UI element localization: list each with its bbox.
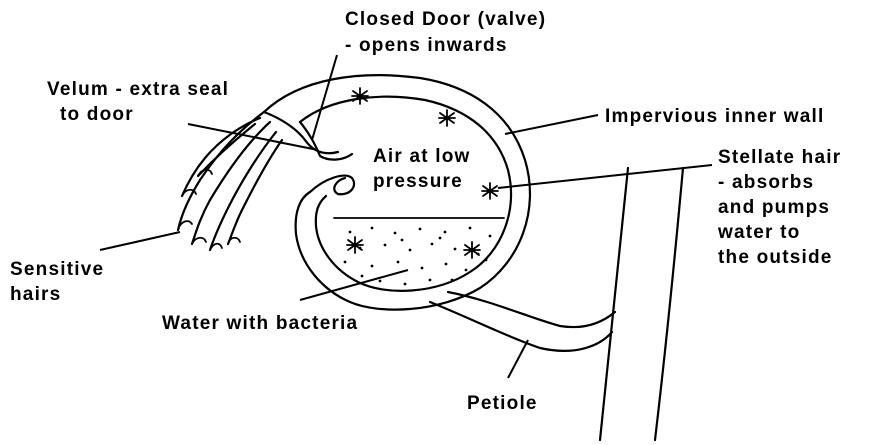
bladder-inner-wall bbox=[300, 97, 511, 291]
label-air-1: Air at low bbox=[373, 146, 471, 167]
label-velum-2: to door bbox=[60, 104, 134, 125]
label-closed-door-1: Closed Door (valve) bbox=[345, 9, 546, 30]
water-bacteria-dots bbox=[344, 227, 492, 286]
label-stellate-4: water to bbox=[717, 222, 800, 243]
label-sensitive-1: Sensitive bbox=[10, 259, 104, 280]
label-impervious-wall: Impervious inner wall bbox=[605, 106, 824, 127]
label-sensitive-2: hairs bbox=[10, 284, 61, 305]
door-valve bbox=[264, 112, 354, 194]
label-air-2: pressure bbox=[373, 171, 463, 192]
labels: Closed Door (valve) - opens inwards Velu… bbox=[10, 9, 841, 414]
stem bbox=[600, 168, 683, 440]
label-stellate-2: - absorbs bbox=[718, 172, 814, 193]
label-stellate-5: the outside bbox=[718, 247, 833, 268]
label-petiole: Petiole bbox=[467, 393, 538, 414]
label-water: Water with bacteria bbox=[162, 313, 358, 334]
label-velum-1: Velum - extra seal bbox=[47, 79, 229, 100]
label-stellate-1: Stellate hair bbox=[718, 147, 841, 168]
label-closed-door-2: - opens inwards bbox=[345, 35, 508, 56]
label-stellate-3: and pumps bbox=[718, 197, 830, 218]
petiole bbox=[430, 292, 615, 351]
